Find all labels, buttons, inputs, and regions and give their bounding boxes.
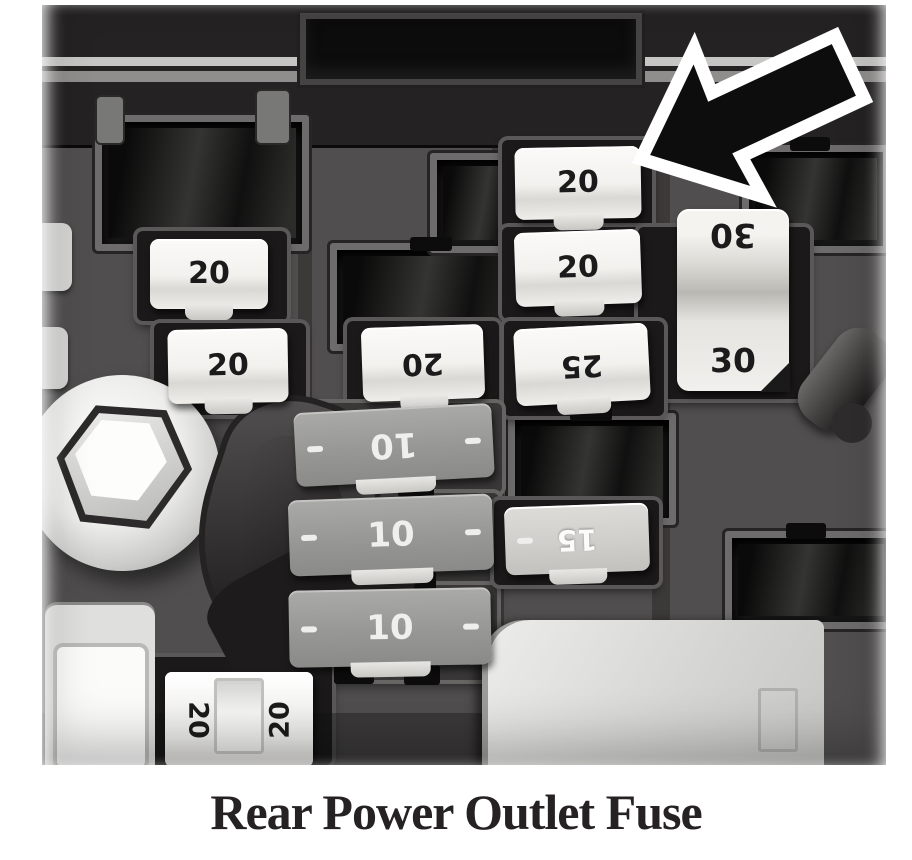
relay-cover: [488, 620, 824, 765]
fuse-amp-label-top: 30: [710, 216, 756, 255]
fuse-20-rear-power-outlet: 20: [514, 145, 642, 221]
fuse-dash-mark: [306, 445, 324, 453]
fuse-amp-label: 10: [365, 607, 415, 648]
fuse-20-mini: 20: [150, 239, 268, 320]
fuse-amp-label: 20: [206, 347, 250, 384]
fuse-dash-mark: [300, 534, 318, 542]
fuse-10-inverted: 10: [293, 402, 495, 488]
fuse-amp-label: 20: [556, 164, 600, 201]
fuse-dash-mark: [464, 528, 482, 536]
fuse-20-mini: 20: [167, 327, 289, 405]
fuse-amp-label: 25: [560, 346, 604, 384]
figure-caption: Rear Power Outlet Fuse: [210, 784, 702, 840]
fuse-amp-label: 15: [556, 521, 598, 558]
fuse-15-inverted: 15: [503, 502, 651, 576]
socket-cavity: [521, 426, 663, 512]
fuse-corner-notch: [760, 362, 790, 392]
fuse-window: [214, 677, 264, 754]
fuse-amp-label-bottom: 30: [710, 341, 756, 380]
socket-frame-post: [257, 91, 289, 143]
relay-cover-latch: [758, 688, 798, 752]
terminal-tab: [786, 523, 826, 539]
fuse-amp-label: 20: [401, 345, 445, 382]
fuse-10: 10: [287, 493, 495, 577]
side-panel-inner: [53, 643, 149, 765]
fuse-dash-mark: [516, 537, 534, 545]
fuse-20-20-jcase: 20 20: [165, 672, 313, 765]
hex-nut: [49, 395, 199, 537]
terminal-tab: [790, 137, 830, 151]
fuse-amp-label: 10: [366, 514, 416, 556]
fuse-dash-mark: [464, 437, 482, 445]
fuse-10: 10: [288, 587, 492, 668]
fuse-box-photo: 20 20 30 30 20 20 20 25 10 10: [42, 5, 886, 765]
fuse-30-cartridge: 30 30: [677, 209, 790, 392]
edge-fuse-partial: [42, 223, 72, 291]
terminal-tab: [410, 237, 452, 251]
mounting-stud-cap: [832, 403, 872, 443]
fuse-amp-label-left: 20: [182, 700, 214, 739]
fuse-20-mini: 20: [513, 228, 643, 308]
fuse-dash-mark: [462, 622, 480, 630]
fuse-amp-label: 20: [188, 256, 230, 291]
fuse-amp-label-right: 20: [264, 700, 296, 739]
top-connector-slot: [300, 13, 642, 85]
socket-cavity: [108, 128, 296, 238]
fuse-amp-label: 10: [369, 423, 419, 467]
socket-frame-post: [97, 97, 123, 143]
side-panel: [45, 605, 155, 765]
fuse-20-mini-inverted: 20: [360, 323, 486, 403]
empty-fuse-socket: [725, 531, 886, 629]
edge-fuse-partial: [42, 327, 68, 389]
fuse-dash-mark: [300, 625, 318, 633]
fuse-amp-label: 20: [556, 249, 600, 286]
socket-cavity: [738, 544, 884, 616]
fuse-25-mini-inverted: 25: [513, 322, 651, 407]
